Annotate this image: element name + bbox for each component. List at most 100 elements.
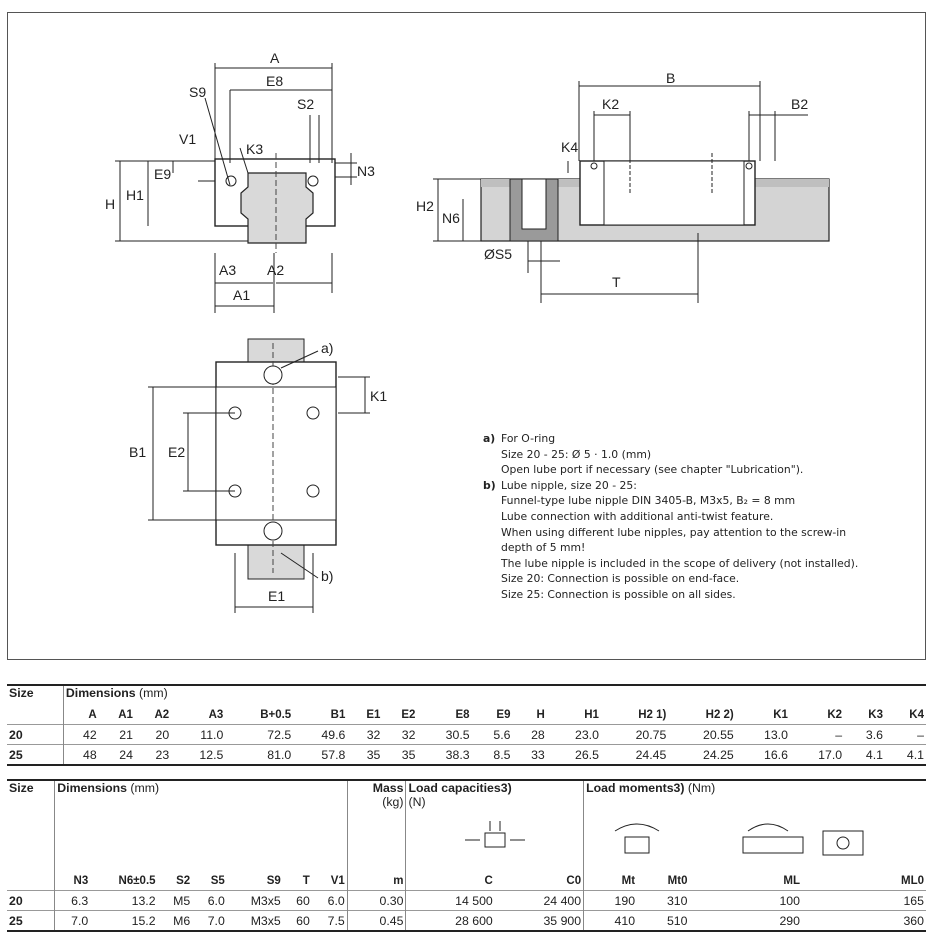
table2-column-header: S2 bbox=[176, 874, 191, 887]
moment-ml-icon bbox=[689, 810, 926, 871]
table1-column-header: K3 bbox=[868, 708, 883, 721]
table2-column-header: C0 bbox=[566, 874, 582, 887]
side-view bbox=[433, 81, 830, 303]
table2-mass-unit: (kg) bbox=[382, 795, 404, 809]
table2-loadmom-label: Load moments3) bbox=[586, 781, 685, 795]
table1-row-cell: – bbox=[835, 727, 843, 742]
table2-row-cell: 60 bbox=[296, 893, 310, 908]
table1-row-cell: 33 bbox=[531, 747, 545, 762]
note-b-line: The lube nipple is included in the scope… bbox=[501, 556, 859, 570]
table1-row-cell: 3.6 bbox=[865, 727, 883, 742]
table2-row-cell: 7.0 bbox=[54, 910, 91, 931]
table2-row-cell: 13.2 bbox=[131, 893, 156, 908]
table2-row-cell: M6 bbox=[173, 913, 191, 928]
table2-row-cell: 28 600 bbox=[405, 910, 495, 931]
table2-mass-label: Mass bbox=[372, 781, 404, 795]
table1-column-header: K4 bbox=[909, 708, 924, 721]
table2-row-cell: 510 bbox=[666, 913, 688, 928]
label-H2: H2 bbox=[416, 198, 434, 214]
table1-row-cell: 16.6 bbox=[763, 747, 788, 762]
label-E9: E9 bbox=[154, 166, 171, 182]
table2-row-cell: 35 900 bbox=[543, 913, 582, 928]
table2-dim-unit: (mm) bbox=[130, 781, 160, 795]
table1-column-header: H1 bbox=[584, 708, 599, 721]
note-a-line: Size 20 - 25: Ø 5 · 1.0 (mm) bbox=[501, 447, 652, 461]
label-K2: K2 bbox=[602, 96, 619, 112]
table1-column-header: H2 2) bbox=[705, 708, 734, 721]
table2-row-cell: 190 bbox=[583, 890, 638, 911]
table2-size-header: Size bbox=[9, 781, 34, 795]
table1-row-cell: 4.1 bbox=[865, 747, 883, 762]
table1-row-cell: 48 bbox=[62, 744, 99, 765]
table2-row-cell: 24 400 bbox=[543, 893, 582, 908]
table1-group-label: Dimensions bbox=[65, 686, 136, 700]
table2-loadcap-header: Load capacities3)(N) bbox=[405, 780, 584, 810]
note-b-line: When using different lube nipples, pay a… bbox=[501, 525, 847, 539]
label-A2: A2 bbox=[267, 262, 284, 278]
note-b-line: Lube connection with additional anti-twi… bbox=[501, 509, 774, 523]
table1-column-header: K2 bbox=[827, 708, 843, 721]
label-K3: K3 bbox=[246, 141, 263, 157]
table2-loadmom-unit: (Nm) bbox=[687, 781, 716, 795]
label-A: A bbox=[270, 50, 280, 66]
label-b: b) bbox=[321, 568, 333, 584]
drawing-label-group: A E8 S9 S2 V1 K3 E9 N3 H H1 A3 A2 A1 B K… bbox=[105, 50, 808, 604]
table1-row-cell: 35 bbox=[401, 747, 416, 762]
table2-row-cell: 6.0 bbox=[327, 893, 345, 908]
label-E2: E2 bbox=[168, 444, 185, 460]
footnotes: a)For O-ring Size 20 - 25: Ø 5 · 1.0 (mm… bbox=[483, 431, 923, 603]
table2-column-header: S5 bbox=[210, 874, 225, 887]
dimensions-table-2: Size Dimensions (mm) Mass(kg) Load capac… bbox=[7, 779, 926, 932]
table2-column-header: N6±0.5 bbox=[118, 874, 156, 887]
table2-row-cell: 310 bbox=[666, 893, 688, 908]
table1-column-header: E1 bbox=[366, 708, 381, 721]
table2-row-cell: 0.45 bbox=[346, 910, 406, 931]
label-K1: K1 bbox=[370, 388, 387, 404]
label-a: a) bbox=[321, 340, 333, 356]
table1-row-cell: 12.5 bbox=[199, 747, 224, 762]
table2-row-cell: 14 500 bbox=[405, 890, 495, 911]
table2-row-cell: 410 bbox=[583, 910, 638, 931]
table2-row-cell: 7.5 bbox=[327, 913, 345, 928]
table1-column-header: A bbox=[62, 705, 99, 725]
table1-column-header: A1 bbox=[118, 708, 133, 721]
table1-row-cell: 30.5 bbox=[445, 727, 470, 742]
table1-row-cell: 20.55 bbox=[702, 727, 734, 742]
table2-row-cell: M3x5 bbox=[250, 893, 281, 908]
table2-row-cell: 0.30 bbox=[346, 890, 406, 911]
table1-row-cell: 81.0 bbox=[267, 747, 292, 762]
table1-column-header: E2 bbox=[401, 708, 416, 721]
table1-row-cell: 17.0 bbox=[818, 747, 843, 762]
table1-row-cell: 32 bbox=[366, 727, 381, 742]
note-b-line: Size 25: Connection is possible on all s… bbox=[501, 587, 736, 601]
label-H1: H1 bbox=[126, 187, 144, 203]
note-b-line: Lube nipple, size 20 - 25: bbox=[501, 478, 637, 492]
table1-row-cell: 72.5 bbox=[267, 727, 292, 742]
note-a-line: For O-ring bbox=[501, 432, 556, 445]
moment-mt-icon bbox=[583, 809, 690, 871]
table2-row-cell: 6.3 bbox=[54, 890, 91, 911]
table1-row-cell: 4.1 bbox=[906, 747, 924, 762]
table2-row-cell: M3x5 bbox=[250, 913, 281, 928]
drawing-panel: A E8 S9 S2 V1 K3 E9 N3 H H1 A3 A2 A1 B K… bbox=[7, 12, 926, 660]
label-A1: A1 bbox=[233, 287, 250, 303]
table1-size-header: Size bbox=[9, 686, 34, 700]
table1-group-unit: (mm) bbox=[139, 686, 168, 700]
table2-column-header: Mt0 bbox=[667, 874, 688, 887]
table2-column-header: S9 bbox=[266, 874, 281, 887]
table2-row-cell: 360 bbox=[903, 913, 924, 928]
table1-size-cell bbox=[7, 705, 63, 725]
technical-drawing: A E8 S9 S2 V1 K3 E9 N3 H H1 A3 A2 A1 B K… bbox=[105, 50, 830, 613]
label-E1: E1 bbox=[268, 588, 285, 604]
table2-loadmom-header: Load moments3) (Nm) bbox=[583, 780, 926, 810]
table1-row-cell: 28 bbox=[531, 727, 545, 742]
table2-row-size-cell: 20 bbox=[9, 893, 23, 908]
table1-row-cell: 32 bbox=[401, 727, 416, 742]
table1-column-header: H2 1) bbox=[638, 708, 667, 721]
table2-row-cell: M5 bbox=[173, 893, 191, 908]
label-N6: N6 bbox=[442, 210, 460, 226]
table2-row-cell: 6.0 bbox=[207, 893, 225, 908]
table1-row-cell: 11.0 bbox=[200, 727, 224, 742]
label-B1: B1 bbox=[129, 444, 146, 460]
top-view bbox=[148, 338, 370, 613]
